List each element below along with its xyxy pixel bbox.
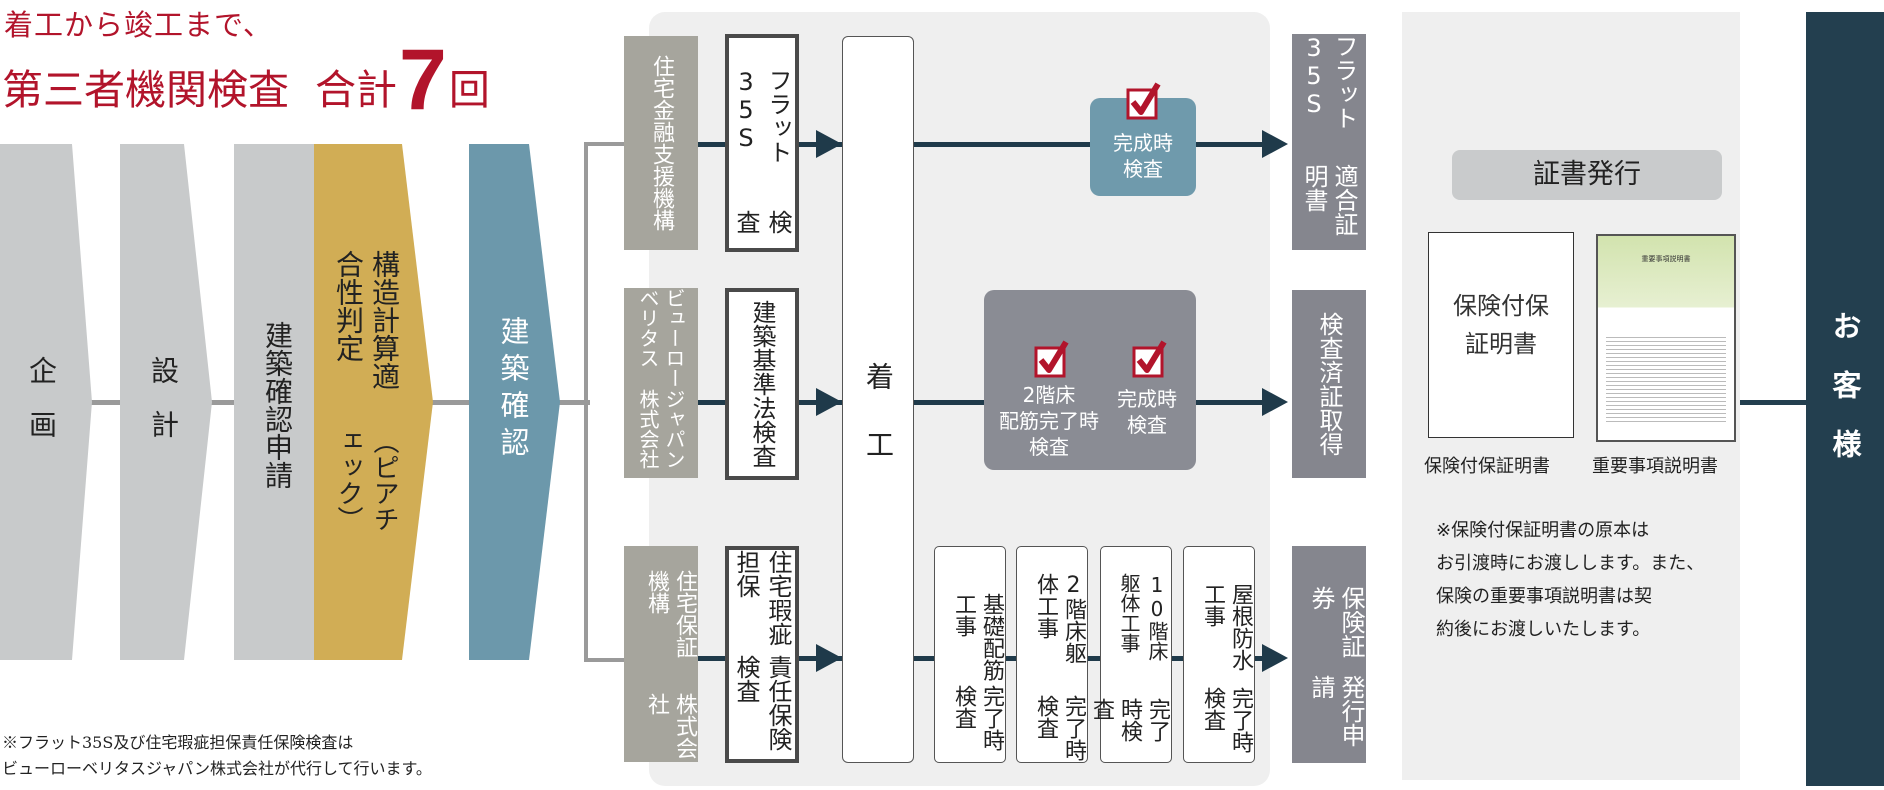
process-step-application-shape [234,144,316,660]
process-step-design-shape [120,144,212,660]
completion-label: 完成時検査 [1113,131,1173,181]
process-arrows [0,144,560,660]
second-floor-frame-inspection: 2階床躯体工事完了時検査 [1016,546,1088,763]
row2-inspection-group [984,290,1196,470]
second-floor-rebar-inspection: 2階床配筋完了時検査 [999,383,1099,459]
result-insurance-policy: 保険証券発行申請 [1292,546,1366,763]
checkbox-checked-icon [1034,340,1069,378]
org-housing-warranty: 住宅保証機構株式会社 [624,546,698,762]
arrow-right-icon [1262,130,1288,158]
process-step-confirmation-shape [469,144,560,660]
certificate-note: ※保険付保証明書の原本はお引渡時にお渡しします。また、保険の重要事項説明書は契約… [1436,520,1705,640]
arrow-right-icon [1262,388,1288,416]
customer-bar: お客様 [1806,12,1884,786]
result-inspection-certificate: 検査済証取得 [1292,290,1366,478]
doc-lines [1606,334,1726,424]
construction-start: 着工 [842,36,914,763]
foundation-rebar-inspection: 基礎配筋工事完了時検査 [934,546,1006,763]
process-step-confirmation: 建築確認 [496,316,530,464]
checkbox-checked-icon [1132,340,1167,378]
checkbox-checked-icon [1126,82,1161,120]
heading-count: 7 [399,32,447,128]
process-step-planning: 企画 [25,356,58,464]
heading-line2: 第三者機関検査 合計 7 回 [2,32,490,128]
process-step-design: 設計 [147,356,180,464]
heading-suffix: 回 [448,66,490,114]
tenth-floor-frame-inspection: 10階床躯体工事完了時検査 [1089,546,1172,763]
customer-connector [1740,400,1806,405]
branch-vertical-line [584,142,588,662]
footnote: ※フラット35S及び住宅瑕疵担保責任保険検査はビューローベリタスジャパン株式会社… [2,733,432,778]
insurance-certificate-doc: 保険付保証明書 [1428,232,1574,438]
branch-line-row3 [584,658,626,662]
row1-line [698,142,1268,147]
org-bureau-veritas: ビューローベリタスジャパン株式会社 [624,288,698,478]
process-step-planning-shape [0,144,92,660]
heading-total: 合計 [315,66,397,114]
inspection-defect-insurance: 住宅瑕疵担保責任保険検査 [725,546,799,763]
important-matters-caption: 重要事項説明書 [1592,456,1718,477]
important-matters-doc-image: 重要事項説明書 [1596,234,1736,442]
process-step-peer-check-shape [314,144,433,660]
arrow-right-icon [816,388,842,416]
heading-third-party: 第三者機関検査 [2,66,289,114]
org-housing-finance-agency: 住宅金融支援機構 [624,36,698,250]
process-step-application: 建築確認申請 [261,321,294,489]
completion-inspection: 完成時検査 [1117,387,1177,437]
insurance-certificate-caption: 保険付保証明書 [1424,456,1550,477]
arrow-right-icon [1262,644,1288,672]
branch-line-row1 [584,142,626,146]
process-step-peer-check: 構造計算適合性判定 （ピアチェック） [332,250,401,532]
row2-line [698,400,1268,405]
certificate-issue-header: 証書発行 [1452,150,1722,200]
arrow-right-icon [816,130,842,158]
roof-waterproof-inspection: 屋根防水工事完了時検査 [1183,546,1255,763]
inspection-building-standards: 建築基準法検査 [725,288,799,480]
arrow-right-icon [816,644,842,672]
doc-title: 重要事項説明書 [1641,255,1691,263]
heading-line1: 着工から竣工まで、 [4,8,273,42]
